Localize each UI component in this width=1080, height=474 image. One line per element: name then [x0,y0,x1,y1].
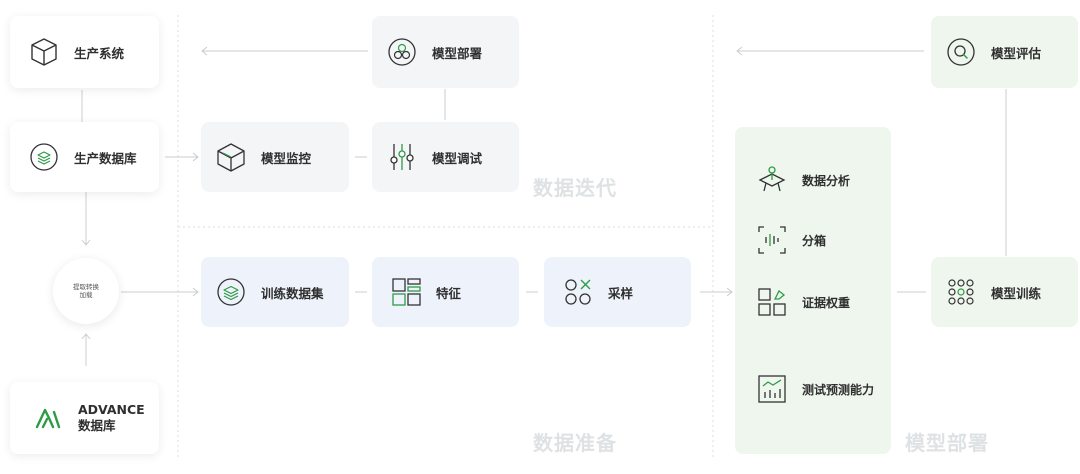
advance-label-line2: 数据库 [78,418,116,433]
node-model-train-label: 模型训练 [991,285,1042,301]
bins-icon [756,224,788,256]
advance-logo [32,402,64,434]
node-sampling-label: 采样 [608,285,634,301]
panel-item-analysis[interactable]: 数据分析 [756,164,850,196]
search-icon [945,36,977,68]
database-icon [28,141,60,173]
molecule-icon [386,36,418,68]
node-model-eval-label: 模型评估 [991,45,1042,61]
box-icon [215,141,247,173]
panel-item-binning-label: 分箱 [802,233,827,248]
panel-item-woe-label: 证据权重 [802,295,851,310]
node-prod-db[interactable]: 生产数据库 [10,122,159,192]
section-label-deploy: 模型部署 [905,431,989,455]
extract-label-line1: 提取转换 [73,282,99,291]
node-train-set-label: 训练数据集 [261,285,324,301]
section-label-prepare: 数据准备 [533,431,617,455]
extract-label-line2: 加载 [79,291,93,299]
node-model-tune[interactable]: 模型调试 [372,122,519,192]
weights-icon [756,286,788,318]
dots-grid-icon [945,276,977,308]
node-model-deploy[interactable]: 模型部署 [372,16,519,88]
node-prod-system-label: 生产系统 [74,45,125,61]
node-model-monitor-label: 模型监控 [261,150,312,166]
node-model-deploy-label: 模型部署 [432,45,483,61]
node-advance-db[interactable]: ADVANCE 数据库 [10,382,159,454]
node-train-set[interactable]: 训练数据集 [201,257,349,327]
node-prod-db-label: 生产数据库 [74,150,137,166]
section-label-iterate: 数据迭代 [533,176,617,200]
node-feature[interactable]: 特征 [372,257,519,327]
panel-item-predictive[interactable]: 测试预测能力 [756,373,874,405]
node-model-train[interactable]: 模型训练 [931,257,1078,327]
grid-icon [390,276,422,308]
node-model-tune-label: 模型调试 [432,150,483,166]
target-icon [756,164,788,196]
node-extract-load[interactable]: 提取转换 加载 [53,258,119,324]
node-sampling[interactable]: 采样 [544,257,691,327]
processing-panel [735,127,891,454]
node-model-eval[interactable]: 模型评估 [931,16,1078,88]
panel-item-predictive-label: 测试预测能力 [802,382,875,397]
panel-item-woe[interactable]: 证据权重 [756,286,850,318]
panel-item-analysis-label: 数据分析 [802,173,851,188]
node-prod-system[interactable]: 生产系统 [10,16,159,88]
chart-icon [756,373,788,405]
advance-label-line1: ADVANCE [78,402,145,418]
panel-item-binning[interactable]: 分箱 [756,224,826,256]
cube-icon [28,36,60,68]
node-model-monitor[interactable]: 模型监控 [201,122,349,192]
sliders-icon [386,141,418,173]
layers-icon [215,276,247,308]
symbols-icon [562,276,594,308]
node-feature-label: 特征 [436,285,462,301]
